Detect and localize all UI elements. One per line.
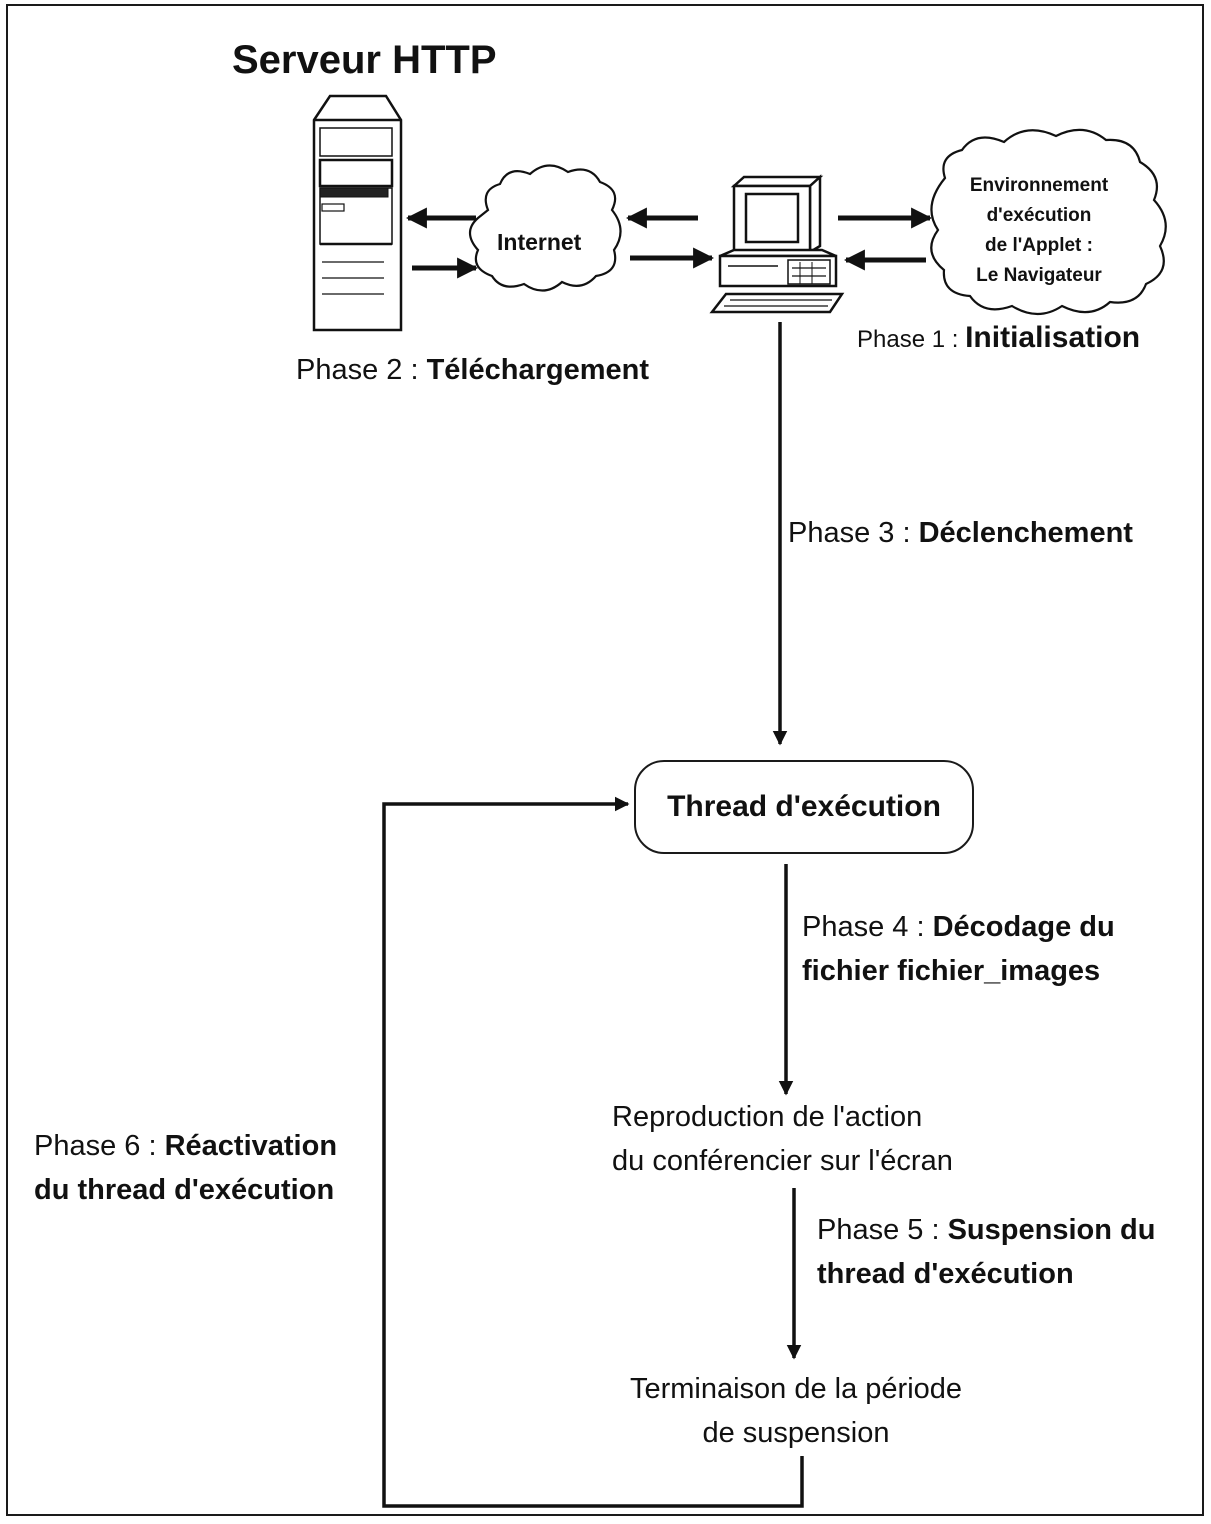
phase-3-prefix: Phase 3 : — [788, 517, 919, 549]
phase-4-title-line-2: fichier fichier_images — [802, 955, 1101, 987]
phase-5-label: Phase 5 : Suspension du thread d'exécuti… — [817, 1208, 1155, 1296]
thread-execution-label: Thread d'exécution — [667, 790, 941, 823]
browser-env-line-1: Environnement — [969, 175, 1109, 196]
thread-execution-box: Thread d'exécution — [634, 760, 974, 854]
phase-4-label: Phase 4 : Décodage du fichier fichier_im… — [802, 905, 1115, 993]
phase-5-title-line-1: Suspension du — [947, 1214, 1156, 1246]
reproduction-line-2: du conférencier sur l'écran — [612, 1145, 953, 1177]
phase-5-title-line-2: thread d'exécution — [817, 1258, 1074, 1290]
reproduction-node: Reproduction de l'action du conférencier… — [612, 1095, 953, 1183]
browser-env-line-2: d'exécution — [986, 205, 1092, 226]
browser-cloud-icon — [930, 128, 1167, 316]
phase-3-title: Déclenchement — [918, 517, 1133, 549]
server-title: Serveur HTTP — [232, 38, 497, 82]
phase-1-prefix: Phase 1 : — [857, 326, 966, 353]
phase-2-label: Phase 2 : Téléchargement — [296, 353, 649, 388]
diagram-frame — [6, 4, 1204, 1516]
phase-5-prefix: Phase 5 : — [817, 1214, 948, 1246]
server-tower-icon — [312, 94, 403, 332]
desktop-computer-icon — [709, 174, 845, 314]
arrow-phase6-loop — [382, 796, 804, 1508]
phase-4-title-line-1: Décodage du — [932, 911, 1115, 943]
phase-6-title-line-2: du thread d'exécution — [34, 1174, 335, 1206]
termination-line-1: Terminaison de la période — [629, 1373, 963, 1405]
reproduction-line-1: Reproduction de l'action — [612, 1101, 923, 1133]
phase-4-prefix: Phase 4 : — [802, 911, 933, 943]
phase-3-label: Phase 3 : Déclenchement — [788, 516, 1133, 551]
phase-1-title: Initialisation — [965, 321, 1141, 354]
internet-label: Internet — [497, 229, 582, 255]
phase-2-prefix: Phase 2 : — [296, 354, 427, 386]
browser-env-line-4: Le Navigateur — [976, 265, 1102, 286]
phase-6-title-line-1: Réactivation — [164, 1130, 338, 1162]
phase-1-label: Phase 1 : Initialisation — [857, 320, 1140, 356]
termination-node: Terminaison de la période de suspension — [606, 1367, 986, 1455]
browser-env-line-3: de l'Applet : — [985, 235, 1093, 256]
termination-line-2: de suspension — [702, 1417, 890, 1449]
phase-6-prefix: Phase 6 : — [34, 1130, 165, 1162]
internet-cloud-icon — [468, 164, 622, 292]
phase-2-title: Téléchargement — [426, 354, 650, 386]
phase-6-label: Phase 6 : Réactivation du thread d'exécu… — [34, 1124, 337, 1212]
browser-env-label: Environnement d'exécution de l'Applet : … — [940, 171, 1138, 291]
